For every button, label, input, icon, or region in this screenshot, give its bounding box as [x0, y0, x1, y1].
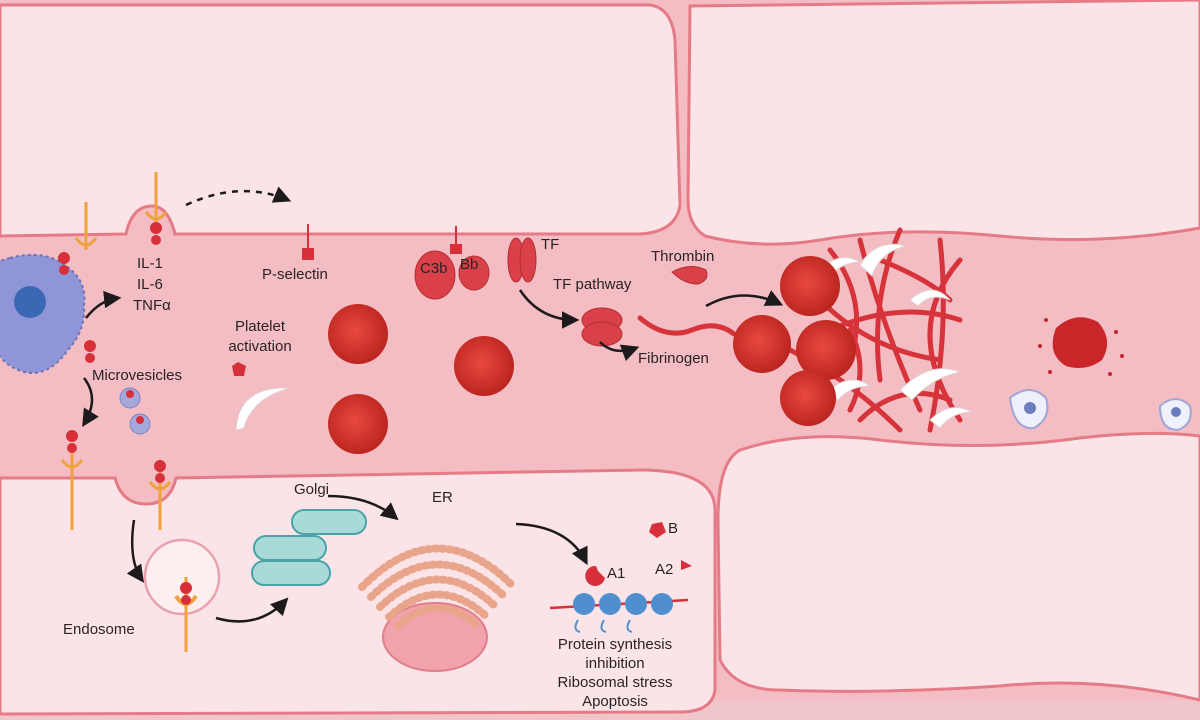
bb-label: Bb [460, 256, 479, 273]
red-blood-cell [328, 394, 388, 454]
p-selectin-head [302, 248, 314, 260]
red-blood-cell-clot [796, 320, 856, 380]
tf-label: TF [541, 236, 560, 253]
platelet-label: Platelet [234, 318, 286, 335]
c3b-protein [414, 250, 456, 300]
tf-pathway-protein [581, 307, 623, 347]
cytokine-tnfa-label: TNFα [133, 297, 171, 314]
microvesicles-label: Microvesicles [92, 367, 183, 384]
activation-label: activation [228, 338, 292, 355]
c3b-label: C3b [420, 260, 448, 277]
a1-label: A1 [607, 565, 626, 582]
er-label: ER [432, 489, 453, 506]
platelet-crescent [235, 387, 291, 431]
clot-platelets [819, 243, 973, 429]
leukocyte [1008, 389, 1049, 430]
endothelial-cell-bottom-right [716, 431, 1200, 702]
process-arrows [82, 186, 784, 623]
toxin-on-receptor [155, 473, 165, 483]
leukocyte [1158, 398, 1192, 432]
endothelial-cell-bottom-left [0, 468, 717, 716]
cytokine-il6-label: IL-6 [137, 276, 163, 293]
golgi-apparatus [251, 509, 367, 586]
toxin-on-receptor [67, 443, 77, 453]
endosome [143, 538, 221, 616]
free-toxin [58, 252, 70, 264]
tf-pathway-label: TF pathway [553, 276, 632, 293]
cytokine-il1-label: IL-1 [137, 255, 163, 272]
a1-subunit-shape [585, 565, 605, 586]
free-toxin [84, 340, 96, 352]
endosome-label: Endosome [63, 621, 135, 638]
outcome-ribosomal-stress: Ribosomal stress [557, 674, 673, 691]
a2-label: A2 [655, 561, 674, 578]
b-subunit-shape [649, 522, 666, 538]
outcome-apoptosis: Apoptosis [582, 693, 648, 710]
a2-subunit-shape [681, 560, 692, 570]
free-toxin [59, 265, 69, 275]
activation-marker [232, 362, 246, 376]
endothelial-cell-top-right [686, 0, 1200, 246]
endoplasmic-reticulum [358, 544, 518, 630]
bb-protein [458, 255, 490, 291]
toxin-on-receptor [154, 460, 166, 472]
thrombin-shape [671, 266, 708, 285]
red-blood-cell-clot [780, 370, 836, 426]
monocyte [0, 253, 86, 374]
membrane-receptors-top [74, 172, 168, 250]
endothelial-cell-top-left [0, 3, 682, 238]
free-toxin [85, 353, 95, 363]
p-selectin-label: P-selectin [262, 266, 328, 283]
red-blood-cell [454, 336, 514, 396]
b-subunit-label: B [668, 520, 679, 537]
toxin-on-receptor [66, 430, 78, 442]
toxin-on-receptor [151, 235, 161, 245]
red-blood-cell [328, 304, 388, 364]
outcome-inhibition: inhibition [585, 655, 645, 672]
thrombin-label: Thrombin [651, 248, 715, 265]
endosome-receptor-toxin [174, 577, 198, 652]
red-blood-cell-clot [780, 256, 840, 316]
outcome-protein-synthesis: Protein synthesis [557, 636, 673, 653]
damaged-red-blood-cell [1038, 317, 1124, 376]
fibrinogen-strand [637, 315, 737, 337]
microvesicles [119, 387, 151, 435]
toxin-on-receptor [150, 222, 162, 234]
fibrinogen-label: Fibrinogen [638, 350, 709, 367]
golgi-label: Golgi [294, 481, 330, 498]
red-blood-cell-clot [733, 315, 791, 373]
ribosomes-mrna [549, 593, 689, 633]
complement-anchor [450, 244, 462, 254]
tf-protein [507, 237, 537, 283]
